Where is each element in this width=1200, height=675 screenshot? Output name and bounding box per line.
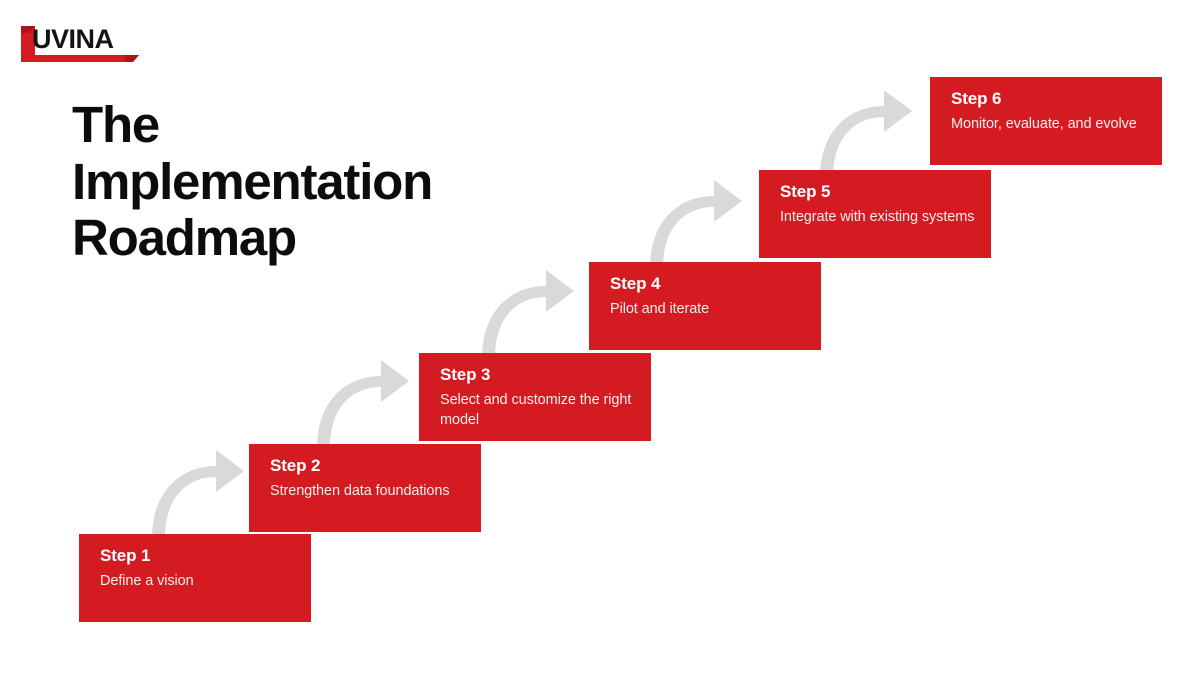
step-3-description: Select and customize the right model — [440, 392, 632, 428]
step-5-description: Integrate with existing systems — [780, 209, 975, 226]
step-2-label: Step 2 — [270, 456, 321, 475]
logo-wordmark: UVINA — [32, 24, 114, 54]
step-4-description: Pilot and iterate — [610, 301, 710, 318]
step-6-description: Monitor, evaluate, and evolve — [951, 116, 1137, 133]
step-card-3[interactable]: Step 3 Select and customize the right mo… — [419, 353, 651, 441]
step-3-label: Step 3 — [440, 365, 491, 384]
step-card-5[interactable]: Step 5 Integrate with existing systems — [759, 170, 991, 258]
step-1-description: Define a vision — [100, 573, 194, 590]
page-title-line-3: Roadmap — [72, 209, 297, 267]
step-card-4[interactable]: Step 4 Pilot and iterate — [589, 262, 821, 350]
step-card-2[interactable]: Step 2 Strengthen data foundations — [249, 444, 481, 532]
luvina-logo — [17, 24, 143, 66]
step-card-1[interactable]: Step 1 Define a vision — [79, 534, 311, 622]
page-title: The Implementation Roadmap — [72, 96, 502, 267]
step-6-label: Step 6 — [951, 89, 1002, 108]
step-2-description: Strengthen data foundations — [270, 483, 450, 500]
step-4-label: Step 4 — [610, 274, 661, 293]
step-5-label: Step 5 — [780, 182, 831, 201]
step-1-label: Step 1 — [100, 546, 151, 565]
step-card-6[interactable]: Step 6 Monitor, evaluate, and evolve — [930, 77, 1162, 165]
page-title-line-1: The — [72, 96, 160, 153]
page-title-line-2: Implementation — [72, 152, 433, 210]
